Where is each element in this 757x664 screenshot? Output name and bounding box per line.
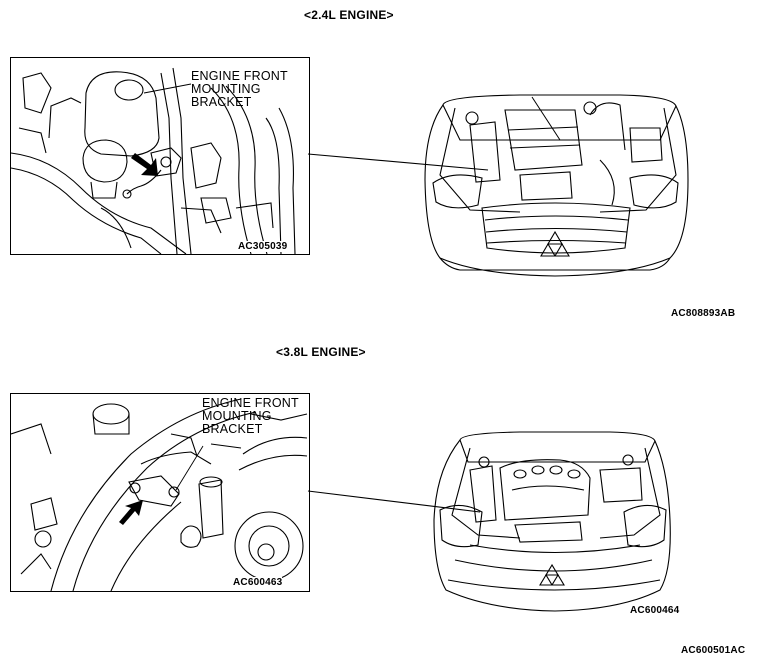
callout-engine-front-mounting-bracket-3-8l: ENGINE FRONT MOUNTING BRACKET [202, 397, 299, 436]
callout-line-2: MOUNTING [202, 409, 272, 423]
callout-line-3: BRACKET [202, 422, 263, 436]
callout-line-1: ENGINE FRONT [191, 69, 288, 83]
inset-code-3-8l: AC600463 [233, 577, 283, 588]
inset-drawing-2-4l [11, 67, 296, 254]
view-code-3-8l: AC600464 [630, 605, 680, 616]
callout-engine-front-mounting-bracket-2-4l: ENGINE FRONT MOUNTING BRACKET [191, 70, 288, 109]
view-code-2-4l: AC808893AB [671, 308, 736, 319]
section-heading-2-4l: <2.4L ENGINE> [304, 8, 394, 22]
inset-detail-2-4l: ENGINE FRONT MOUNTING BRACKET AC305039 [10, 57, 310, 255]
callout-line-3: BRACKET [191, 95, 252, 109]
figure-code: AC600501AC [681, 645, 746, 656]
callout-line-1: ENGINE FRONT [202, 396, 299, 410]
section-heading-3-8l: <3.8L ENGINE> [276, 345, 366, 359]
inset-code-2-4l: AC305039 [238, 241, 288, 252]
callout-line-2: MOUNTING [191, 82, 261, 96]
inset-detail-3-8l: ENGINE FRONT MOUNTING BRACKET AC600463 [10, 393, 310, 592]
